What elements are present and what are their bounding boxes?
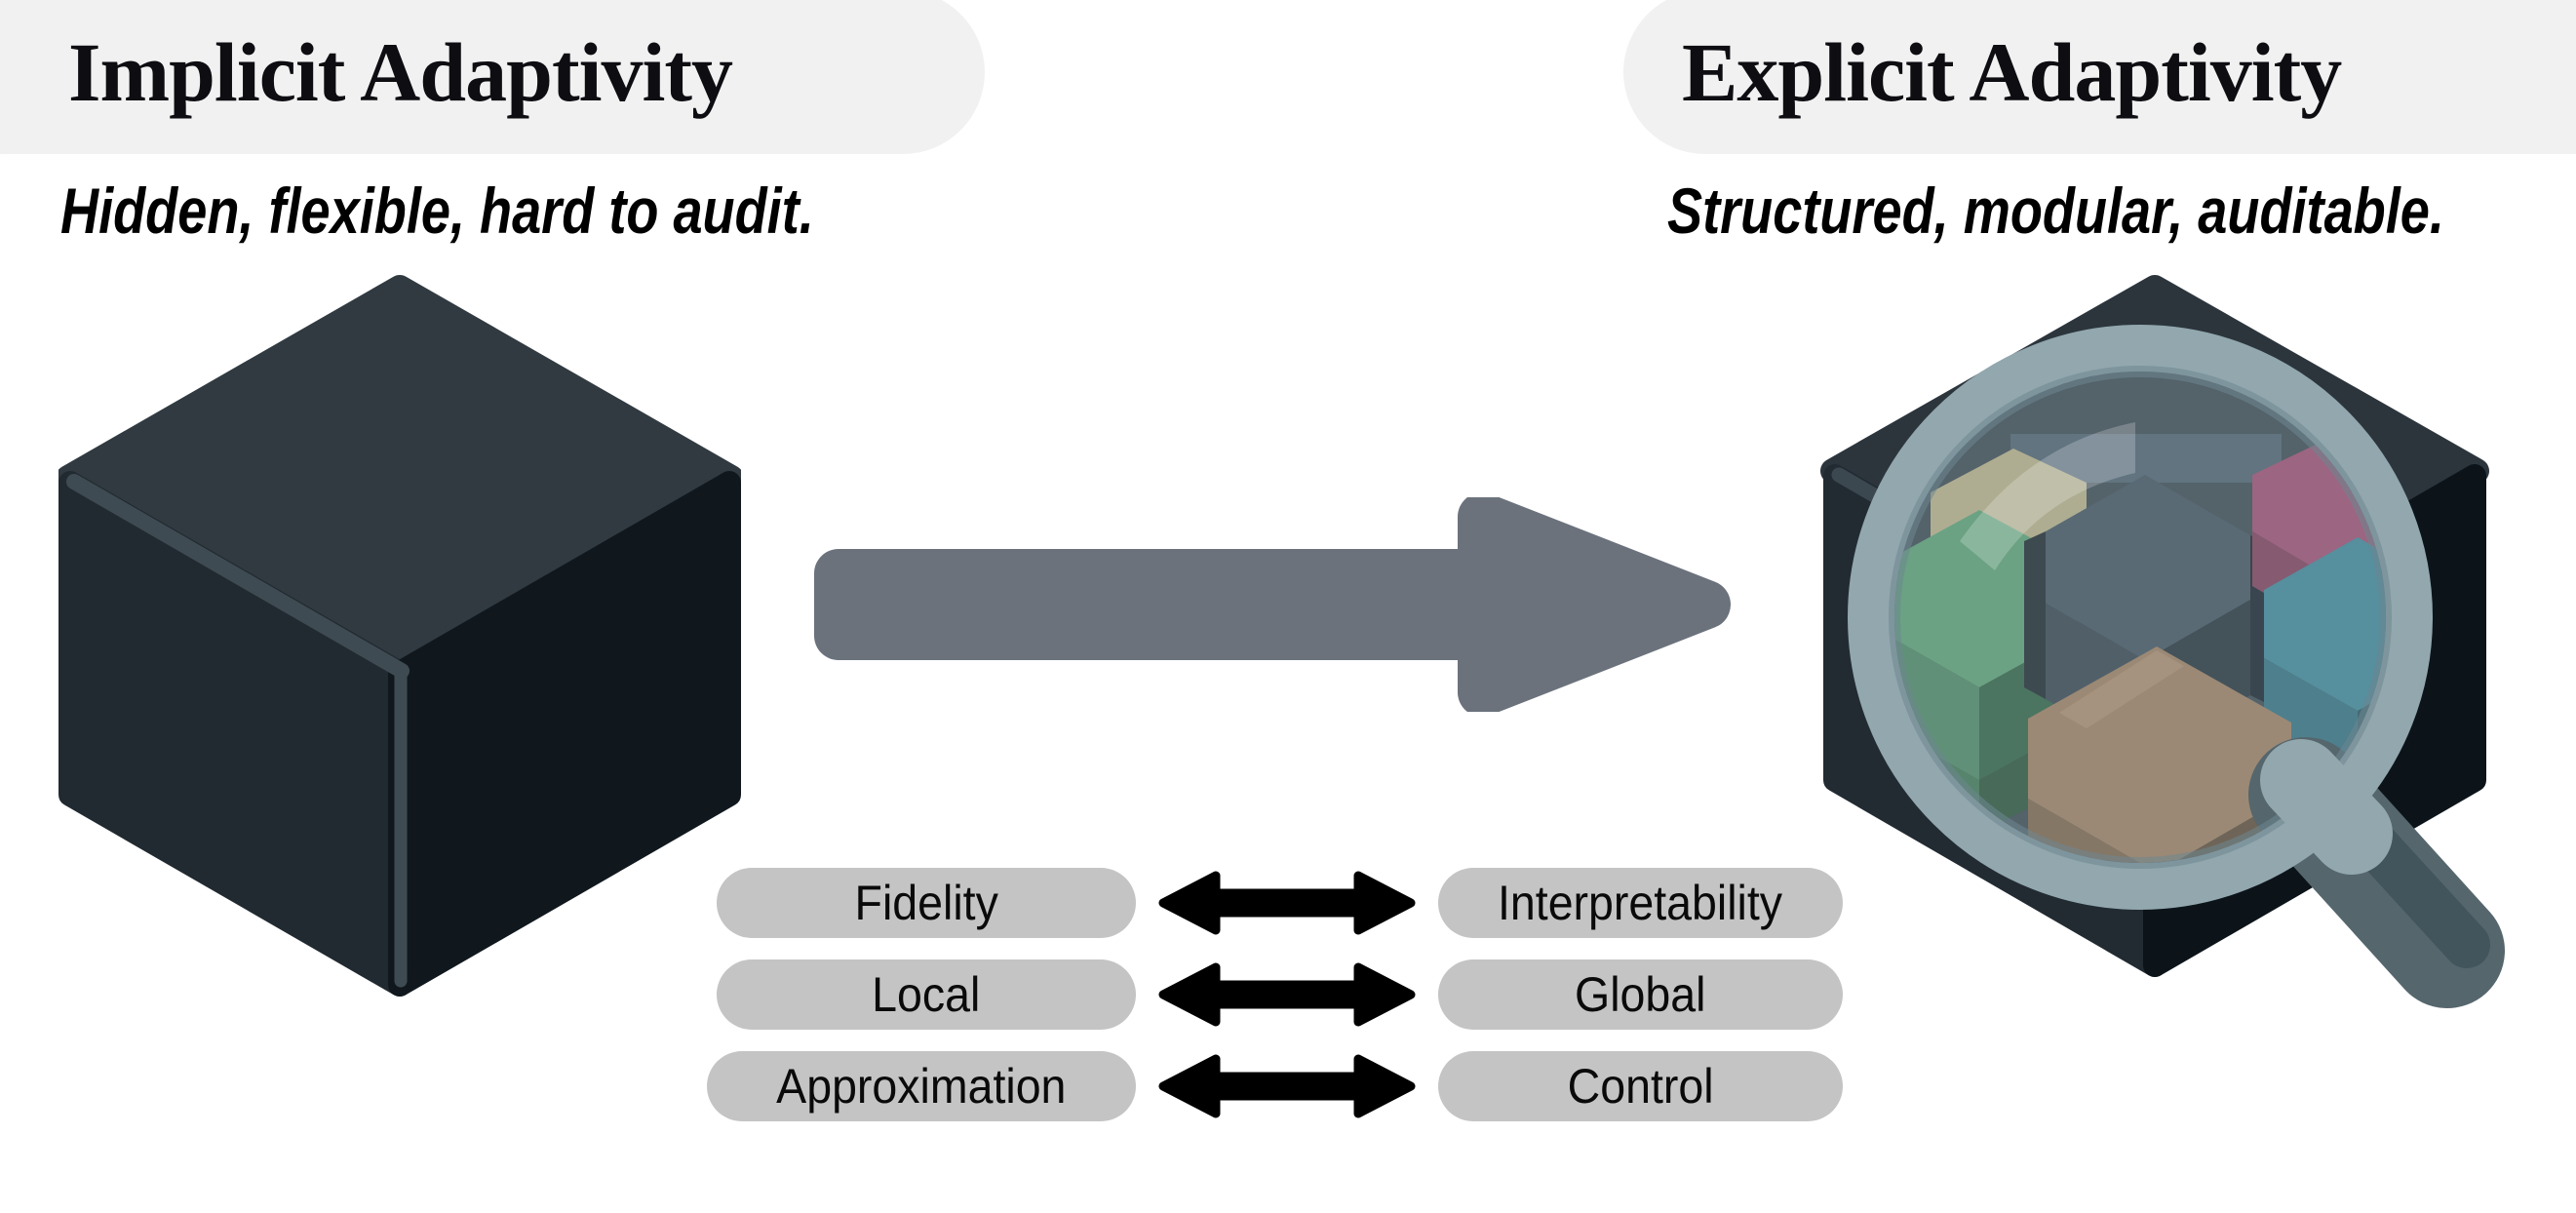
tradeoff-pill-left-0[interactable]: Fidelity: [717, 868, 1136, 938]
tradeoff-label-right-0: Interpretability: [1498, 876, 1783, 930]
lens-glare: [1960, 422, 2135, 570]
header-pill-implicit: Implicit Adaptivity: [0, 0, 985, 154]
tradeoff-pill-right-2[interactable]: Control: [1438, 1051, 1843, 1121]
tradeoff-label-left-1: Local: [872, 967, 981, 1022]
tradeoff-row: Local Global: [707, 959, 1853, 1030]
magnifier-ring-inner: [1889, 366, 2392, 869]
tradeoff-pill-right-1[interactable]: Global: [1438, 959, 1843, 1030]
black-box-cube-icon: [56, 273, 744, 1014]
subtitle-implicit: Hidden, flexible, hard to audit.: [60, 175, 814, 247]
right-arrow-icon: [800, 492, 1755, 717]
double-arrow-icon: [1155, 868, 1419, 938]
double-arrow-icon: [1155, 1051, 1419, 1121]
double-arrow-icon: [1155, 959, 1419, 1030]
tradeoff-pill-left-2[interactable]: Approximation: [707, 1051, 1136, 1121]
page-title-implicit: Implicit Adaptivity: [68, 25, 733, 119]
page-title-explicit: Explicit Adaptivity: [1682, 25, 2342, 119]
header-pill-explicit: Explicit Adaptivity: [1623, 0, 2576, 154]
magnifier-ring: [1848, 325, 2433, 910]
tradeoff-grid: Fidelity Interpretability Local: [707, 868, 1853, 1141]
tradeoff-pill-left-1[interactable]: Local: [717, 959, 1136, 1030]
magnifier-joint: [2260, 739, 2393, 875]
tradeoff-label-right-1: Global: [1575, 967, 1706, 1022]
tradeoff-pill-right-0[interactable]: Interpretability: [1438, 868, 1843, 938]
tradeoff-row: Fidelity Interpretability: [707, 868, 1853, 938]
lens-glass: [1894, 372, 2386, 863]
subtitle-explicit: Structured, modular, auditable.: [1667, 175, 2444, 247]
tradeoff-row: Approximation Control: [707, 1051, 1853, 1121]
tradeoff-label-left-2: Approximation: [776, 1059, 1067, 1114]
tradeoff-label-right-2: Control: [1567, 1059, 1714, 1114]
inspected-cube-icon: [1794, 249, 2574, 1213]
tradeoff-label-left-0: Fidelity: [854, 876, 998, 930]
